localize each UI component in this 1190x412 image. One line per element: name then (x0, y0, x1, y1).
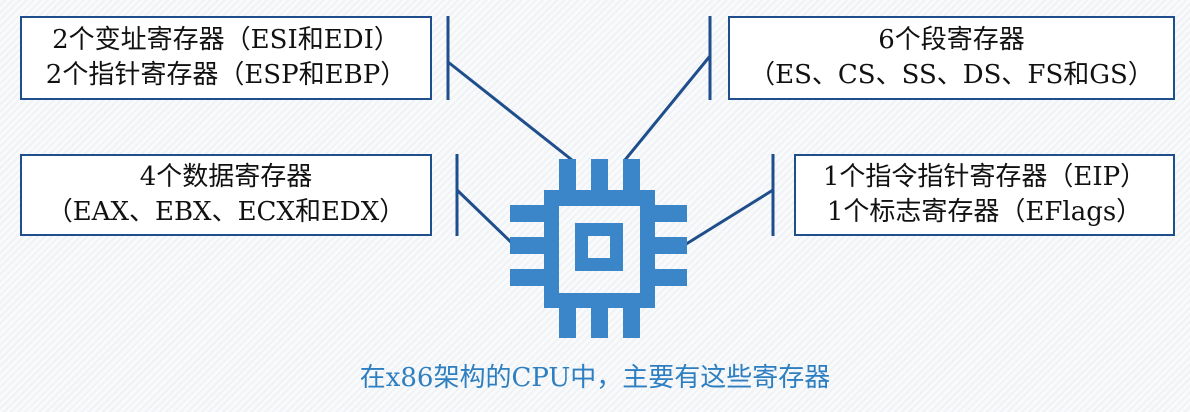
index-pointer-registers-box: 2个变址寄存器（ESI和EDI） 2个指针寄存器（ESP和EBP） (20, 16, 432, 100)
flags-register-label: 1个标志寄存器（EFlags） (826, 197, 1143, 227)
data-registers-box: 4个数据寄存器 （EAX、EBX、ECX和EDX） (20, 154, 432, 236)
cpu-chip-icon (510, 159, 687, 338)
bottom-left-connector (455, 188, 517, 248)
segment-registers-box: 6个段寄存器 （ES、CS、SS、DS、FS和GS） (728, 16, 1175, 100)
top-left-connector (447, 60, 573, 162)
pointer-registers-label: 2个指针寄存器（ESP和EBP） (45, 60, 407, 90)
data-registers-list: （EAX、EBX、ECX和EDX） (46, 197, 406, 227)
segment-registers-label: 6个段寄存器 (878, 25, 1025, 55)
instruction-pointer-label: 1个指令指针寄存器（EIP） (822, 162, 1147, 192)
ip-flags-registers-box: 1个指令指针寄存器（EIP） 1个标志寄存器（EFlags） (794, 154, 1175, 236)
index-registers-label: 2个变址寄存器（ESI和EDI） (52, 25, 400, 55)
segment-registers-list: （ES、CS、SS、DS、FS和GS） (749, 60, 1154, 90)
data-registers-label: 4个数据寄存器 (139, 162, 313, 192)
diagram-caption: 在x86架构的CPU中，主要有这些寄存器 (359, 363, 831, 393)
bottom-right-connector (682, 188, 774, 248)
top-right-connector (623, 55, 712, 161)
